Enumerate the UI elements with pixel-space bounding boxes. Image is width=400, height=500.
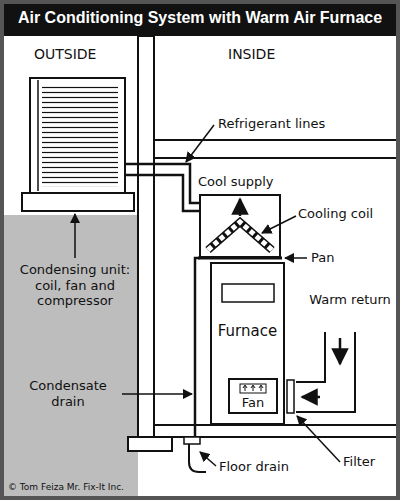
furnace-box: FurnaceFan — [210, 262, 285, 425]
part-label: Condensing unit: coil, fan and compresso… — [16, 262, 134, 309]
title-bar: Air Conditioning System with Warm Air Fu… — [0, 0, 400, 36]
title-bar — [0, 0, 400, 36]
floor-drain — [184, 437, 200, 444]
copyright-note: © Tom Feiza Mr. Fix-It Inc. — [8, 482, 188, 493]
part-label: Warm return — [305, 292, 395, 308]
foundation-wall — [138, 36, 154, 438]
condensing-unit — [30, 78, 125, 193]
part-label: Refrigerant lines — [218, 116, 368, 132]
furnace-panel — [222, 284, 274, 302]
ground — [4, 215, 138, 496]
part-label: INSIDE — [228, 46, 318, 63]
part-label: Pan — [311, 250, 371, 266]
fan-arrows — [243, 385, 263, 391]
condenser-fins — [42, 84, 118, 187]
title: Air Conditioning System with Warm Air Fu… — [18, 9, 382, 27]
leader-line — [200, 452, 216, 466]
drain-trap — [189, 444, 206, 472]
airflow-arrow — [239, 199, 242, 216]
airflow-arrow — [302, 396, 320, 399]
supply-plenum — [200, 195, 280, 257]
airflow-arrow — [339, 338, 342, 364]
cooling-coil — [208, 222, 272, 250]
leader-line — [262, 216, 296, 233]
leader-line — [186, 125, 214, 162]
refrigerant-line — [125, 175, 206, 211]
refrigerant-line — [125, 164, 206, 203]
leader-line — [297, 416, 340, 462]
drain-pan — [198, 257, 282, 260]
part-label: Cooling coil — [298, 206, 393, 222]
coil-fins — [208, 222, 272, 250]
part-label: Floor drain — [219, 459, 329, 475]
part-label: Filter — [343, 454, 395, 470]
fan-symbol — [240, 384, 266, 393]
node-label: Fan — [242, 395, 265, 410]
leader-line — [122, 393, 192, 395]
fan-box: Fan — [228, 378, 278, 414]
condensate-pipe — [195, 258, 200, 440]
basement-floor — [154, 425, 400, 437]
part-label: OUTSIDE — [34, 46, 124, 63]
concrete-pad — [22, 193, 134, 211]
leader-line — [74, 214, 76, 258]
unit-edge — [37, 80, 39, 191]
return-duct — [296, 332, 355, 412]
filter — [287, 380, 294, 413]
part-label: Cool supply — [198, 174, 293, 190]
node-label: Furnace — [218, 322, 277, 340]
part-label: Condensate drain — [14, 378, 122, 409]
footing — [128, 437, 172, 451]
leader-line — [285, 257, 307, 259]
